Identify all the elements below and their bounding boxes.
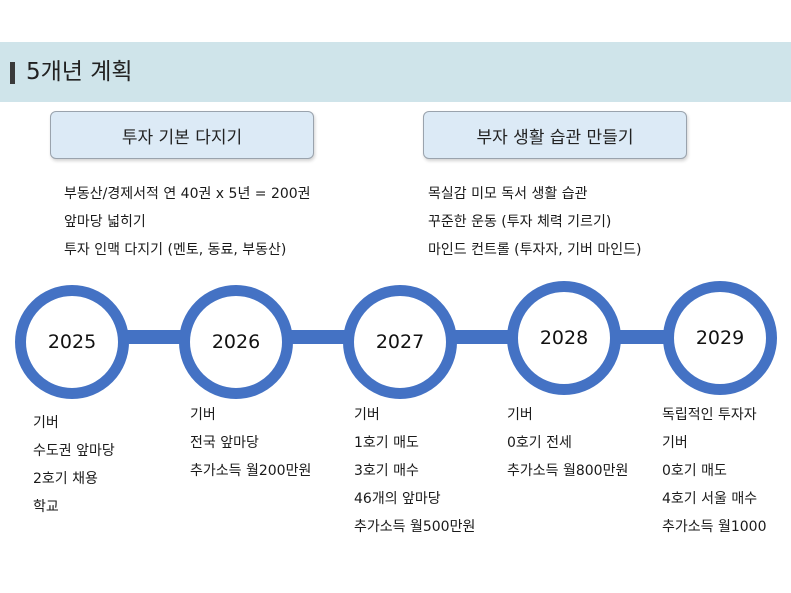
list-item: 기버 <box>507 407 533 423</box>
list-item: 기버 <box>662 435 688 451</box>
list-item: 투자 인맥 다지기 (멘토, 동료, 부동산) <box>64 242 287 258</box>
year-circle-2029: 2029 <box>663 281 777 395</box>
goal-title: 부자 생활 습관 만들기 <box>476 127 634 148</box>
list-item: 전국 앞마당 <box>190 435 259 451</box>
list-item: 앞마당 넓히기 <box>64 214 146 230</box>
list-item: 목실감 미모 독서 생활 습관 <box>428 186 588 202</box>
header-accent-bar <box>10 62 15 84</box>
list-item: 학교 <box>33 499 59 515</box>
page-title: 5개년 계획 <box>26 59 133 85</box>
list-item: 부동산/경제서적 연 40권 x 5년 = 200권 <box>64 186 311 202</box>
year-circle-2028: 2028 <box>507 281 621 395</box>
list-item: 꾸준한 운동 (투자 체력 기르기) <box>428 214 612 230</box>
list-item: 0호기 전세 <box>507 435 572 451</box>
year-items-2025: 기버 수도권 앞마당 2호기 채용 학교 <box>33 409 115 521</box>
goal-box-investment-basics: 투자 기본 다지기 <box>50 111 314 159</box>
list-item: 기버 <box>190 407 216 423</box>
list-item: 46개의 앞마당 <box>354 491 441 507</box>
year-label: 2025 <box>47 331 97 353</box>
goal-box-rich-habits: 부자 생활 습관 만들기 <box>423 111 687 159</box>
year-label: 2027 <box>375 331 425 353</box>
goal-list-investment-basics: 부동산/경제서적 연 40권 x 5년 = 200권 앞마당 넓히기 투자 인맥… <box>64 180 311 264</box>
list-item: 추가소득 월500만원 <box>354 519 476 535</box>
year-items-2026: 기버 전국 앞마당 추가소득 월200만원 <box>190 401 311 485</box>
list-item: 수도권 앞마당 <box>33 443 115 459</box>
list-item: 4호기 서울 매수 <box>662 491 758 507</box>
list-item: 추가소득 월200만원 <box>190 463 312 479</box>
list-item: 기버 <box>354 407 380 423</box>
year-circle-2025: 2025 <box>15 285 129 399</box>
year-items-2027: 기버 1호기 매도 3호기 매수 46개의 앞마당 추가소득 월500만원 <box>354 401 475 541</box>
list-item: 추가소득 월1000 <box>662 519 767 535</box>
goal-list-rich-habits: 목실감 미모 독서 생활 습관 꾸준한 운동 (투자 체력 기르기) 마인드 컨… <box>428 180 642 264</box>
year-circle-2027: 2027 <box>343 285 457 399</box>
list-item: 0호기 매도 <box>662 463 727 479</box>
list-item: 3호기 매수 <box>354 463 419 479</box>
year-label: 2028 <box>539 327 589 349</box>
list-item: 마인드 컨트롤 (투자자, 기버 마인드) <box>428 242 642 258</box>
list-item: 독립적인 투자자 <box>662 407 757 423</box>
list-item: 기버 <box>33 415 59 431</box>
list-item: 2호기 채용 <box>33 471 98 487</box>
goal-title: 투자 기본 다지기 <box>121 127 243 148</box>
header-band <box>0 42 791 102</box>
year-items-2029: 독립적인 투자자 기버 0호기 매도 4호기 서울 매수 추가소득 월1000 <box>662 401 766 541</box>
year-items-2028: 기버 0호기 전세 추가소득 월800만원 <box>507 401 628 485</box>
list-item: 1호기 매도 <box>354 435 419 451</box>
list-item: 추가소득 월800만원 <box>507 463 629 479</box>
year-label: 2026 <box>211 331 261 353</box>
year-circle-2026: 2026 <box>179 285 293 399</box>
year-label: 2029 <box>695 327 745 349</box>
